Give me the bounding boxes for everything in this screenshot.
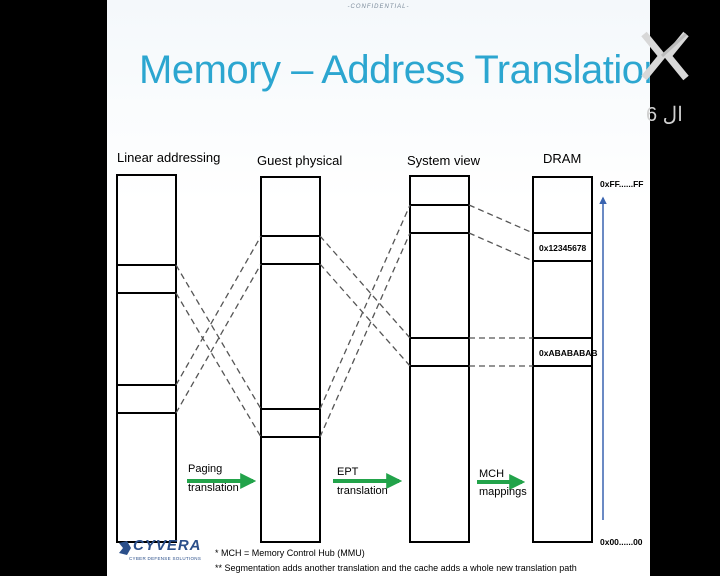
ept-label-line1: EPT (337, 466, 359, 478)
slide: -CONFIDENTIAL- Memory – Address Translat… (107, 0, 650, 576)
slide-title: Memory – Address Translations (139, 48, 650, 92)
dividers-dram (533, 232, 592, 367)
mch-label-line1: MCH (479, 468, 504, 480)
column-label-dram: DRAM (543, 151, 581, 166)
column-box-system (409, 175, 470, 543)
dram-cell-mid: 0xABABABAB (539, 348, 598, 358)
channel-logo-icon (641, 31, 689, 81)
footnote-mch: * MCH = Memory Control Hub (MMU) (215, 548, 365, 558)
confidential-label: -CONFIDENTIAL- (347, 4, 410, 10)
column-label-system: System view (407, 153, 481, 168)
column-box-guest (260, 176, 321, 543)
logo-tagline: CYBER DEFENSE SOLUTIONS (129, 556, 202, 561)
column-box-dram (532, 176, 593, 543)
footnote-segmentation: ** Segmentation adds another translation… (215, 563, 577, 573)
column-box-linear (116, 174, 177, 543)
column-label-guest: Guest physical (257, 153, 342, 168)
logo-word: CYVERA (133, 537, 202, 554)
dividers-system (410, 204, 469, 367)
dividers-guest (261, 235, 320, 438)
mapping-lines (175, 204, 534, 438)
dram-cell-top: 0x12345678 (539, 243, 587, 253)
logo-mark-icon (119, 541, 131, 555)
dividers-linear (117, 264, 176, 414)
paging-label-line1: Paging (188, 463, 222, 475)
mch-label-line2: mappings (479, 486, 527, 498)
address-low-label: 0x00......00 (600, 537, 643, 547)
column-label-linear: Linear addressing (117, 150, 220, 165)
cyvera-logo: CYVERA CYBER DEFENSE SOLUTIONS (117, 537, 209, 571)
paging-label-line2: translation (188, 482, 239, 494)
address-high-label: 0xFF......FF (600, 179, 643, 189)
address-translation-diagram: Linear addressing Guest physical System … (116, 150, 643, 547)
ept-label-line2: translation (337, 485, 388, 497)
channel-number: ال 6 (646, 104, 683, 126)
